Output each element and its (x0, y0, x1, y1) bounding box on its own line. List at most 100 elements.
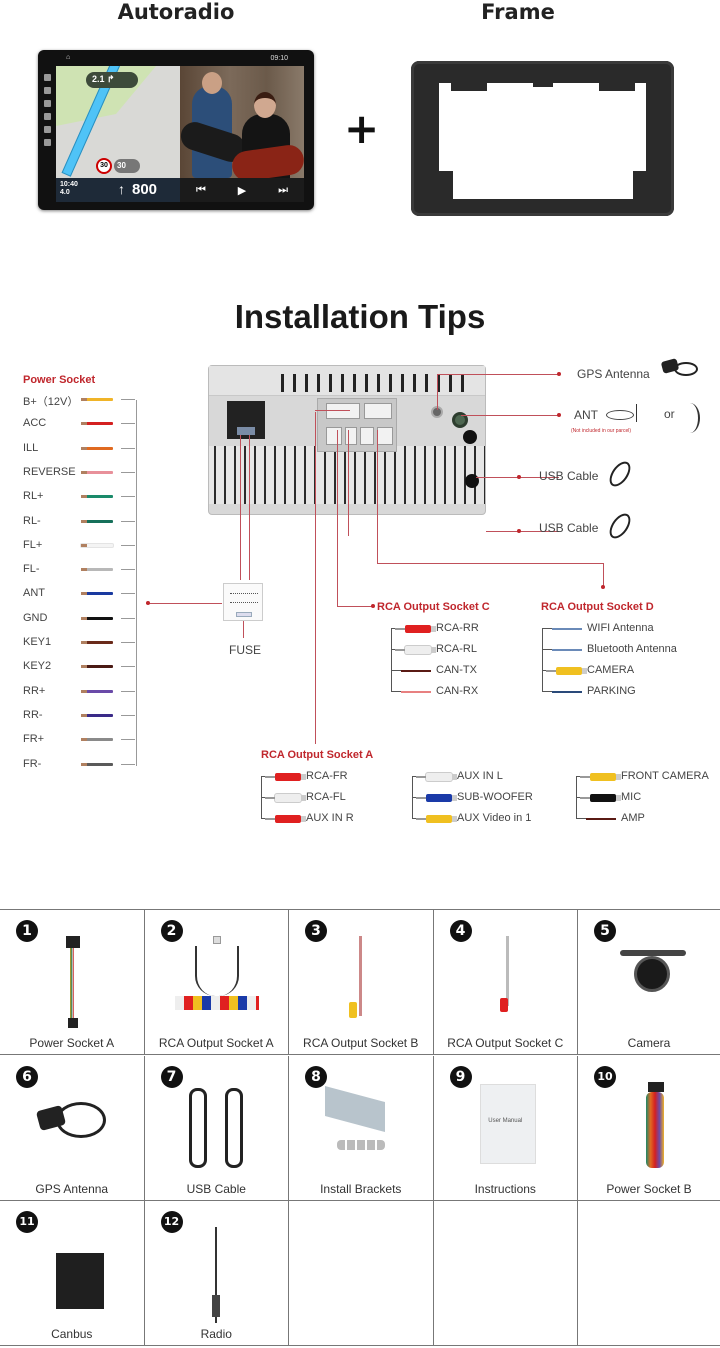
wire-tick (121, 617, 135, 619)
accessory-image (578, 1078, 720, 1178)
wire-swatch (81, 689, 113, 693)
wire-tip (81, 422, 87, 426)
socket-a-title: RCA Output Socket A (261, 749, 374, 761)
accessory-image (0, 1078, 144, 1178)
item-number-badge: 4 (449, 920, 472, 942)
wire-swatch (81, 543, 113, 547)
wire-tick (121, 569, 135, 571)
power-wire-row: RR- (23, 709, 141, 723)
wire-tip (81, 713, 87, 717)
socket-c-title: RCA Output Socket C (377, 601, 490, 613)
wire-swatch (81, 641, 113, 644)
gps-antenna-icon (660, 358, 700, 380)
accessory-label: GPS Antenna (35, 1181, 109, 1196)
power-connector (227, 401, 265, 439)
wire-label: KEY1 (23, 636, 52, 648)
radio-clock: 09:10 (270, 55, 288, 62)
radio-status-bar: ⌂ 09:10 (56, 54, 304, 66)
item-number-badge: 5 (594, 920, 616, 942)
wire-swatch (401, 691, 431, 693)
power-wire-row: RL- (23, 515, 141, 529)
socket-item-label: WIFI Antenna (587, 622, 654, 634)
power-wire-row: KEY2 (23, 660, 141, 674)
accessory-image: User Manual (434, 1078, 578, 1178)
wire-swatch (81, 665, 113, 669)
wire-swatch (81, 713, 113, 717)
power-wire-row: ANT (23, 587, 141, 601)
play-icon: ▶ (237, 184, 247, 197)
item-number-badge: 1 (16, 920, 38, 942)
wire-swatch (81, 568, 113, 572)
wire-tick (121, 447, 135, 449)
wire-swatch (552, 628, 582, 630)
power-wire-row: RL+ (23, 490, 141, 504)
current-speed: 30 (114, 159, 140, 173)
straight-arrow-icon: ↑ (118, 181, 125, 197)
or-label: or (664, 407, 675, 421)
item-number-badge: 3 (305, 920, 327, 942)
wire-tick (121, 399, 135, 400)
wire-swatch (81, 616, 113, 620)
rca-plug-icon (416, 794, 457, 802)
socket-item-label: RCA-RL (436, 643, 477, 655)
wire-tip (81, 738, 87, 742)
item-number-badge: 6 (16, 1065, 38, 1088)
rca-plug-icon (416, 773, 457, 781)
wire-swatch (81, 422, 113, 426)
rca-plug-icon (395, 625, 436, 633)
empty-cell (578, 1201, 720, 1346)
wire-tip (81, 762, 87, 766)
wire-label: RR+ (23, 684, 46, 697)
wire-tick (121, 642, 135, 643)
accessory-image (145, 932, 289, 1032)
wire-swatch (81, 519, 113, 523)
wire-label: FR- (23, 757, 42, 770)
fuse-box (223, 583, 263, 621)
previous-icon: ⏮ (195, 183, 206, 196)
usb-port-2 (465, 474, 479, 488)
wire-label: GND (23, 611, 48, 624)
power-wire-row: FL- (23, 563, 141, 577)
wire-tick (121, 690, 135, 692)
socket-item-label: FRONT CAMERA (621, 770, 709, 782)
wire-tip (81, 519, 87, 523)
wire-tip (81, 641, 87, 644)
accessory-image (289, 932, 433, 1032)
socket-item-label: RCA-FR (306, 770, 348, 782)
socket-item-label: CAN-TX (436, 664, 477, 676)
socket-item-label: Bluetooth Antenna (587, 643, 677, 655)
socket-d-title: RCA Output Socket D (541, 601, 654, 613)
power-socket-bracket (136, 400, 137, 766)
turn-instruction: 2.1 ↱ (86, 72, 138, 88)
wire-tick (121, 496, 135, 498)
wire-tick (121, 666, 135, 668)
power-wire-row: ACC (23, 417, 141, 431)
item-number-badge: 7 (160, 1065, 183, 1088)
wire-swatch (81, 446, 113, 450)
nav-sub-value: 4.0 (60, 189, 70, 196)
accessory-image (578, 932, 720, 1032)
wire-label: KEY2 (23, 660, 52, 673)
wire-tick (121, 423, 135, 425)
wire-swatch (401, 670, 431, 672)
wire-tick (121, 544, 135, 546)
wire-swatch (81, 470, 113, 474)
power-wire-row: FL+ (23, 539, 141, 553)
wire-tip (81, 665, 87, 669)
autoradio-title: Autoradio (117, 0, 235, 24)
wire-tick (121, 714, 135, 716)
wire-label: RL- (23, 514, 41, 527)
ant-note: (Not included in our parcel) (571, 428, 632, 434)
wire-label: REVERSE (23, 465, 76, 478)
radio-side-buttons (41, 68, 53, 198)
wire-swatch (81, 762, 113, 766)
accessory-label: Canbus (51, 1327, 93, 1341)
socket-item-label: PARKING (587, 685, 636, 697)
